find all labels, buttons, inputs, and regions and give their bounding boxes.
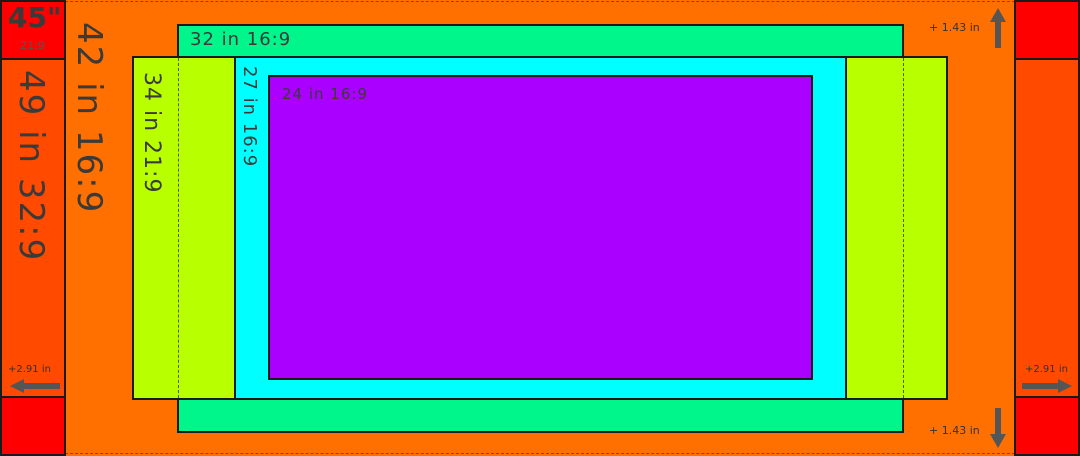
label-screen-24: 24 in 16:9 bbox=[282, 85, 368, 103]
bar-45-bottom-right bbox=[1014, 396, 1080, 456]
label-screen-34: 34 in 21:9 bbox=[139, 72, 164, 194]
label-screen-32: 32 in 16:9 bbox=[190, 29, 292, 50]
annotation-right-side: +2.91 in bbox=[1025, 364, 1068, 375]
arrow-down-icon bbox=[990, 408, 1006, 448]
label-45-ratio: 21:9 bbox=[20, 39, 45, 52]
bar-45-top-left bbox=[0, 0, 66, 60]
label-45-size: 45" bbox=[8, 1, 62, 34]
frame-bottom-dashed bbox=[0, 453, 1080, 454]
dashed-guide-left bbox=[178, 58, 179, 398]
annotation-top-right: + 1.43 in bbox=[929, 21, 980, 34]
label-screen-42: 42 in 16:9 bbox=[69, 22, 109, 215]
screen-24-16x9 bbox=[268, 75, 813, 380]
dashed-guide-right bbox=[903, 58, 904, 398]
arrow-right-icon bbox=[1022, 379, 1072, 393]
annotation-bottom-right: + 1.43 in bbox=[929, 424, 980, 437]
label-screen-27: 27 in 16:9 bbox=[239, 66, 260, 168]
bar-45-top-right bbox=[1014, 0, 1080, 60]
arrow-up-icon bbox=[990, 8, 1006, 48]
label-screen-49: 49 in 32:9 bbox=[11, 70, 51, 263]
annotation-left-side: +2.91 in bbox=[8, 364, 51, 375]
bar-45-bottom-left bbox=[0, 396, 66, 456]
frame-top-dashed bbox=[0, 1, 1080, 2]
arrow-left-icon bbox=[10, 379, 60, 393]
screen-49-left-strip bbox=[0, 0, 66, 456]
